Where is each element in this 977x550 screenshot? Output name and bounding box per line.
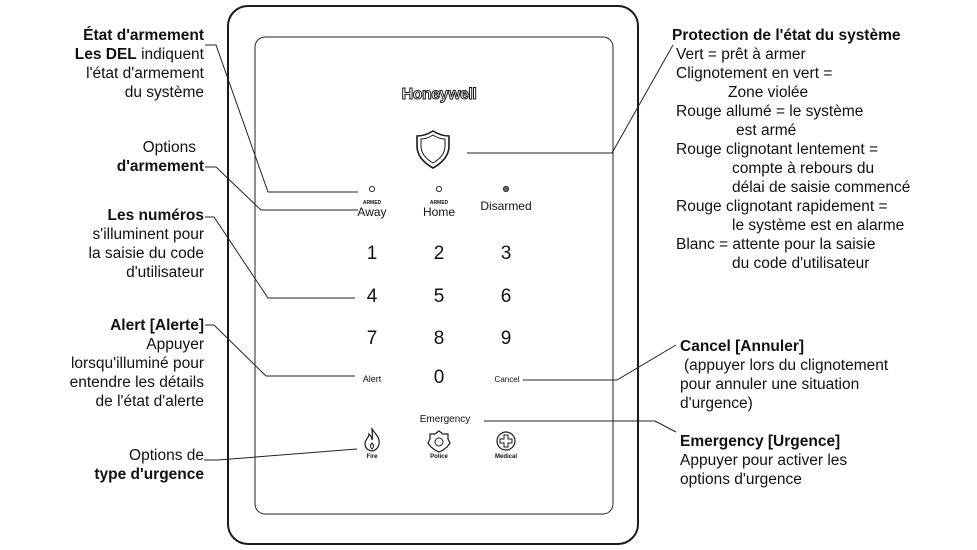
- leader-alert: [205, 324, 355, 377]
- annotation-line: Vert = prêt à armer: [676, 46, 806, 63]
- led-disarmed: [502, 185, 510, 193]
- annotation-line: Alert [Alerte]: [110, 317, 204, 334]
- key-8[interactable]: 8: [433, 328, 445, 349]
- leader-numbers: [205, 216, 355, 299]
- annotation-emergency: Emergency [Urgence] Appuyer pour activer…: [680, 432, 977, 489]
- annotation-line: délai de saisie commencé: [732, 179, 911, 196]
- annotation-line: Blanc = attente pour la saisie: [676, 236, 876, 253]
- annotation-line: d'urgence): [680, 395, 753, 412]
- annotation-line: Rouge allumé = le système: [676, 103, 864, 120]
- mode-disarmed[interactable]: Disarmed: [476, 200, 536, 213]
- annotation-title: État d'armement: [83, 27, 204, 44]
- annotation-arming-options: Options d'armement: [0, 138, 204, 176]
- alert-button[interactable]: Alert: [362, 374, 382, 384]
- fire-icon: [364, 427, 380, 452]
- device-outer-frame: [227, 5, 639, 545]
- annotation-line: compte à rebours du: [732, 160, 875, 177]
- annotation-arming-state: État d'armement Les DEL indiquent l'état…: [0, 26, 204, 102]
- mode-away[interactable]: ARMED Away: [352, 200, 392, 219]
- annotation-title: Protection de l'état du système: [672, 27, 901, 44]
- key-9[interactable]: 9: [500, 328, 512, 349]
- mode-home[interactable]: ARMED Home: [419, 200, 459, 219]
- annotation-line: entendre les détails: [69, 374, 204, 391]
- key-3[interactable]: 3: [500, 243, 512, 264]
- annotation-line: la saisie du code: [88, 245, 204, 262]
- annotation-line: Appuyer: [146, 336, 204, 353]
- annotation-numbers: Les numéros s'illuminent pour la saisie …: [0, 206, 204, 282]
- leader-cancel: [523, 344, 677, 381]
- leader-arming-options: [205, 166, 358, 211]
- annotation-title: Emergency [Urgence]: [680, 433, 841, 450]
- police-label[interactable]: Police: [430, 454, 448, 460]
- annotation-line: options d'urgence: [680, 471, 802, 488]
- annotation-line: Les numéros: [107, 207, 204, 224]
- key-0[interactable]: 0: [433, 367, 445, 388]
- annotation-line: lorsqu'illuminé pour: [70, 355, 204, 372]
- annotation-line: l'état d'armement: [86, 65, 204, 82]
- annotation-line: Options: [142, 139, 196, 156]
- cancel-button[interactable]: Cancel: [494, 375, 520, 384]
- medical-label[interactable]: Medical: [494, 454, 517, 460]
- annotation-line: Rouge clignotant rapidement =: [676, 198, 888, 215]
- annotation-line: Appuyer pour activer les: [680, 452, 848, 469]
- annotation-line: le système est en alarme: [732, 217, 905, 234]
- led-away: [368, 185, 376, 193]
- medical-cross-icon: [496, 431, 516, 451]
- fire-label[interactable]: Fire: [366, 454, 378, 460]
- leader-emergency-type: [204, 448, 358, 461]
- key-1[interactable]: 1: [366, 243, 378, 264]
- annotation-cancel: Cancel [Annuler] (appuyer lors du cligno…: [680, 337, 977, 413]
- device-inner-panel: [254, 36, 614, 515]
- key-6[interactable]: 6: [500, 286, 512, 307]
- annotation-protection: Protection de l'état du système Vert = p…: [672, 26, 977, 273]
- leader-arming-state: [205, 44, 358, 193]
- annotation-line: du code d'utilisateur: [732, 255, 870, 272]
- annotation-line: s'illuminent pour: [92, 226, 204, 243]
- annotation-line: type d'urgence: [94, 466, 204, 483]
- armed-tag: ARMED: [362, 200, 382, 206]
- mode-label: Home: [422, 205, 455, 219]
- annotation-line: Les DEL indiquent: [74, 46, 204, 63]
- key-7[interactable]: 7: [366, 328, 378, 349]
- annotation-line: d'armement: [116, 158, 204, 175]
- annotation-line: (appuyer lors du clignotement: [684, 357, 889, 374]
- armed-tag: ARMED: [429, 200, 449, 206]
- emergency-button[interactable]: Emergency: [419, 414, 471, 425]
- leader-protection: [467, 44, 674, 154]
- annotation-line: du système: [124, 84, 204, 101]
- annotation-line: d'utilisateur: [126, 264, 204, 281]
- annotation-line: de l'état d'alerte: [95, 393, 204, 410]
- annotation-line: Options de: [129, 447, 204, 464]
- key-4[interactable]: 4: [366, 286, 378, 307]
- annotation-line: est armé: [736, 122, 797, 139]
- shield-icon: [416, 130, 450, 169]
- annotation-emergency-type: Options de type d'urgence: [0, 446, 204, 484]
- police-badge-icon: [427, 430, 451, 453]
- annotation-title: Cancel [Annuler]: [680, 338, 805, 355]
- leader-emergency: [654, 420, 677, 433]
- annotation-line: pour annuler une situation: [680, 376, 860, 393]
- annotation-line: Clignotement en vert =: [676, 65, 833, 82]
- mode-label: Away: [357, 205, 387, 219]
- led-home: [435, 185, 443, 193]
- device-brand: Honeywell: [401, 86, 477, 104]
- key-5[interactable]: 5: [433, 286, 445, 307]
- annotation-alert: Alert [Alerte] Appuyer lorsqu'illuminé p…: [0, 316, 204, 411]
- key-2[interactable]: 2: [433, 243, 445, 264]
- mode-label: Disarmed: [480, 199, 532, 213]
- annotation-line: Zone violée: [728, 84, 809, 101]
- annotation-line: Rouge clignotant lentement =: [676, 141, 879, 158]
